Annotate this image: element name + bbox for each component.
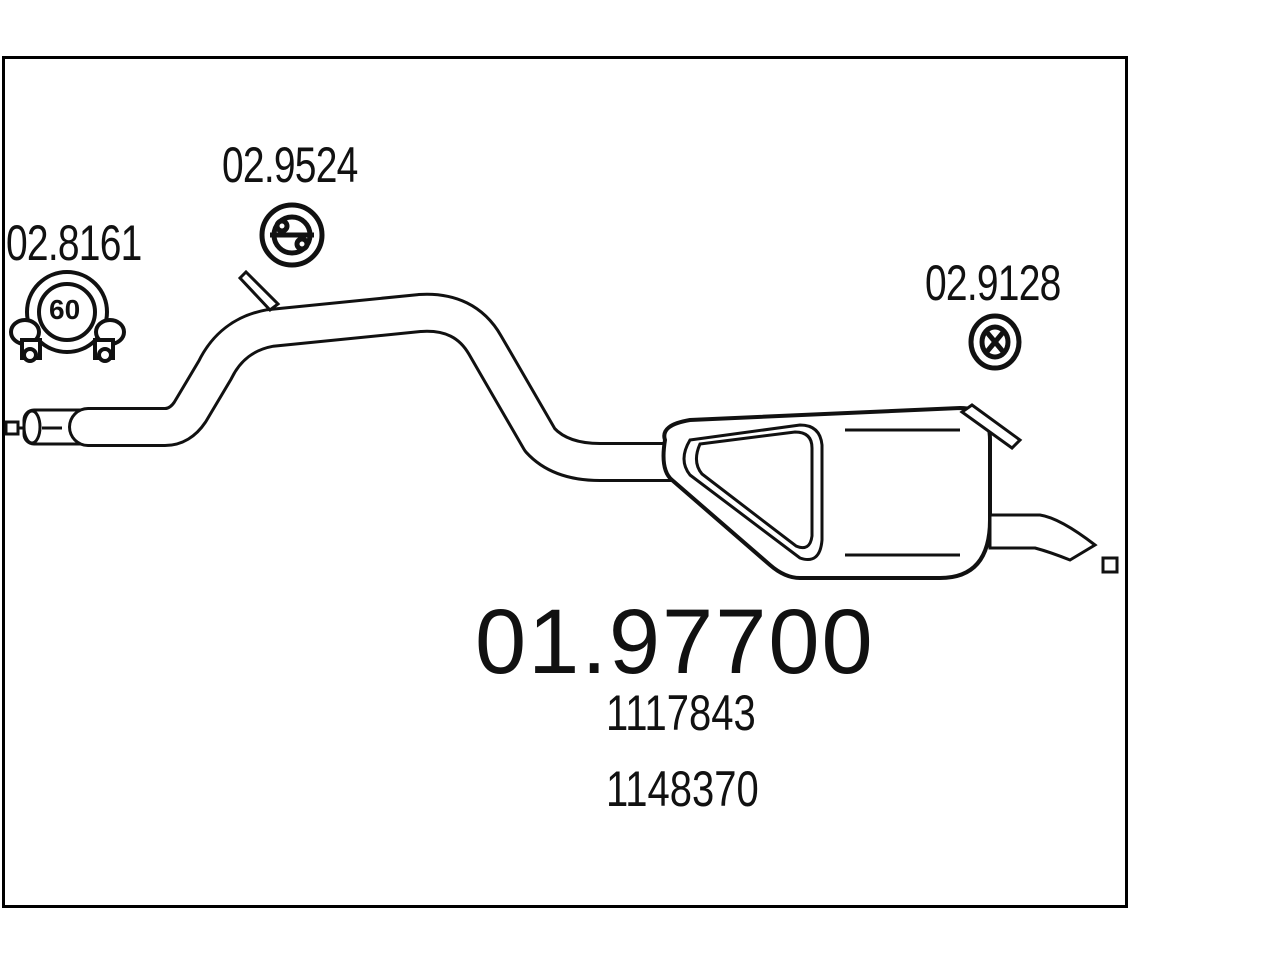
main-part-number: 01.97700 xyxy=(475,591,875,693)
rear-silencer xyxy=(661,405,992,580)
clamp-code-label: 02.8161 xyxy=(6,215,142,271)
tail-pipe xyxy=(988,513,1119,574)
clamp-icon xyxy=(9,270,126,363)
pipe-hanger-pin xyxy=(237,269,281,313)
silencer-hanger-pin xyxy=(959,403,1023,450)
exhaust-pipe xyxy=(68,292,710,482)
hanger-ring-icon xyxy=(259,202,325,268)
rubber-mount-icon xyxy=(968,313,1022,371)
diagram-frame xyxy=(2,56,1128,908)
oe-number-2: 1148370 xyxy=(606,761,759,817)
hanger-rear-code-label: 02.9128 xyxy=(925,255,1061,311)
hanger-mid-code-label: 02.9524 xyxy=(222,137,358,193)
oe-number-1: 1117843 xyxy=(606,685,756,741)
clamp-size-label: 60 xyxy=(49,294,81,325)
